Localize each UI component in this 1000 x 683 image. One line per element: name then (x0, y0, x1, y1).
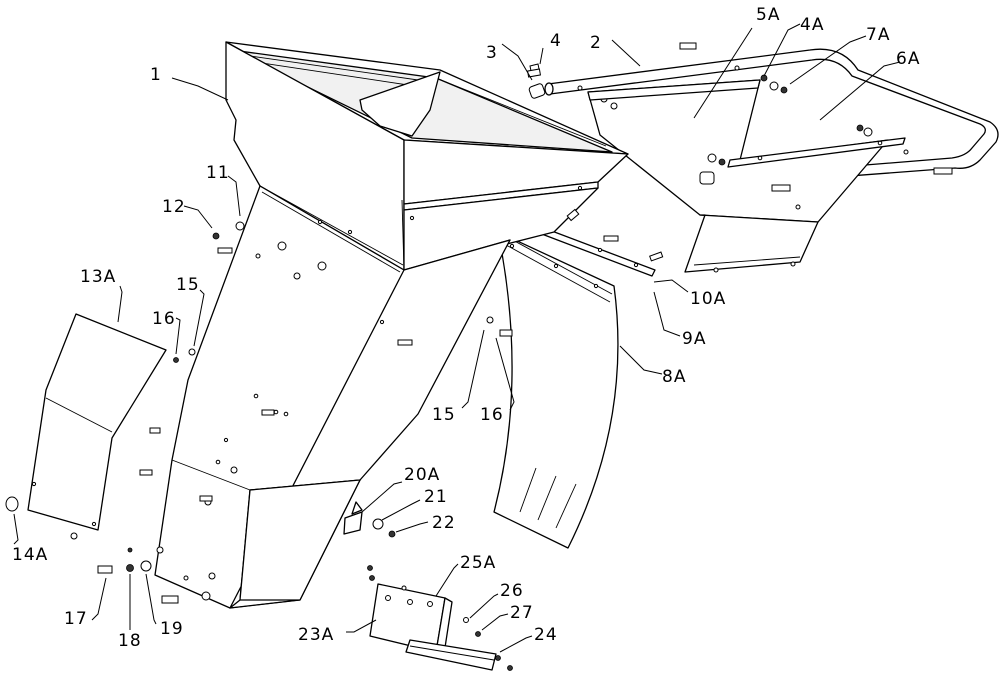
fasteners (5, 42, 953, 671)
leader-lines (13, 23, 901, 653)
callout-6A: 6A (896, 49, 920, 69)
callout-15-lower: 15 (432, 405, 456, 425)
callout-20A: 20A (404, 465, 440, 485)
part-6A-flat-bar (727, 137, 906, 168)
callout-labels: 1 2 3 4 4A 5A 6A 7A 8A 9A 10A 11 12 13A … (12, 5, 920, 651)
part-5A-bracket (587, 79, 761, 101)
callout-12: 12 (162, 197, 186, 217)
callout-4: 4 (550, 31, 562, 51)
part-24-angle-bar (405, 639, 497, 671)
callout-18: 18 (118, 631, 142, 651)
callout-23A: 23A (298, 625, 334, 645)
callout-22: 22 (432, 513, 456, 533)
part-23A-lower-bracket (369, 583, 453, 655)
callout-26: 26 (500, 581, 524, 601)
callout-16-upper: 16 (152, 309, 176, 329)
callout-10A: 10A (690, 289, 726, 309)
part-20A-bracket (343, 501, 363, 535)
callout-27: 27 (510, 603, 534, 623)
callout-25A: 25A (460, 553, 496, 573)
part-7A-side-chute (587, 79, 889, 273)
callout-14A: 14A (12, 545, 48, 565)
callout-7A: 7A (866, 25, 890, 45)
callout-11: 11 (206, 163, 230, 183)
callout-15-upper: 15 (176, 275, 200, 295)
callout-16-lower: 16 (480, 405, 504, 425)
callout-2: 2 (590, 33, 602, 53)
callout-4A: 4A (800, 15, 824, 35)
callout-3: 3 (486, 43, 498, 63)
callout-19: 19 (160, 619, 184, 639)
callout-9A: 9A (682, 329, 706, 349)
part-8A-rubber-flap (493, 231, 619, 549)
callout-21: 21 (424, 487, 448, 507)
callout-13A: 13A (80, 267, 116, 287)
part-13A-side-cover (27, 313, 167, 540)
callout-8A: 8A (662, 367, 686, 387)
part-1-hopper-body (154, 41, 629, 609)
callout-5A: 5A (756, 5, 780, 25)
callout-24: 24 (534, 625, 558, 645)
callout-17: 17 (64, 609, 88, 629)
callout-1: 1 (150, 65, 162, 85)
